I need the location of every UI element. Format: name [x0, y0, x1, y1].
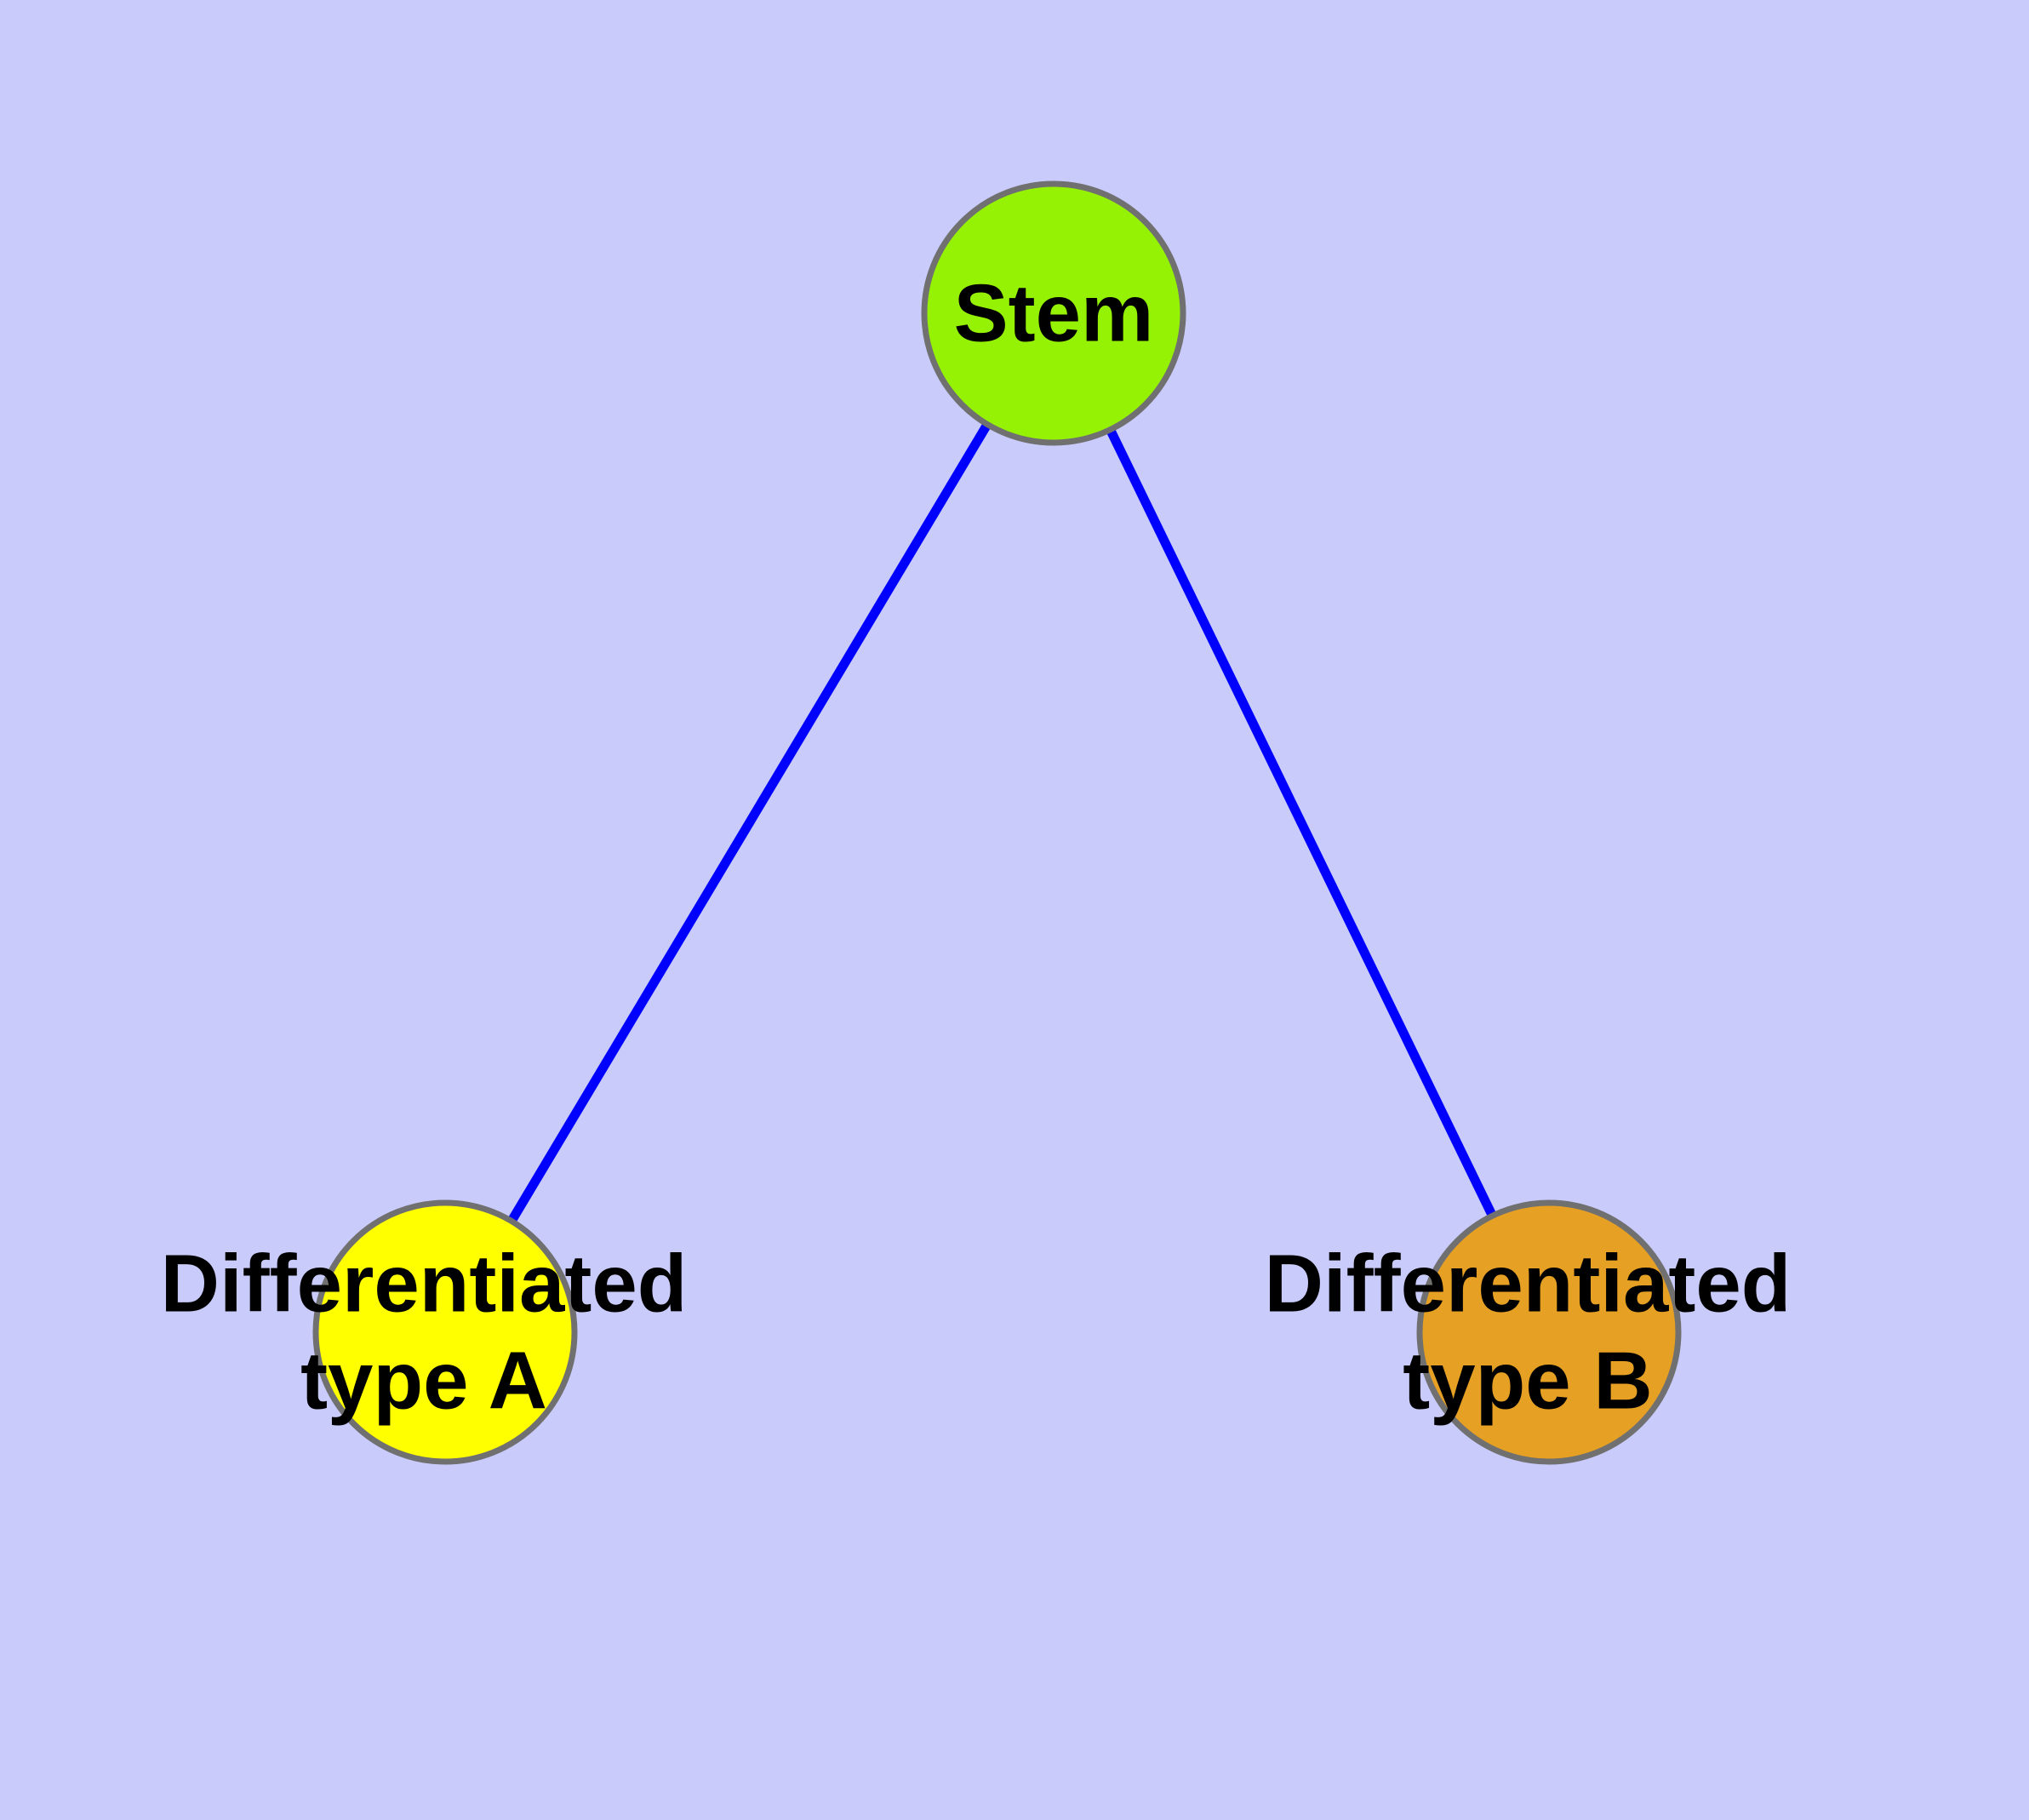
- node-differentiated-type-a[interactable]: [312, 1199, 578, 1465]
- node-differentiated-type-b-label-line2: type B: [1403, 1336, 1652, 1427]
- node-differentiated-type-b-circle[interactable]: [1416, 1199, 1682, 1465]
- node-differentiated-type-b-label-line1: Differentiated: [1265, 1239, 1792, 1330]
- node-stem[interactable]: [921, 180, 1186, 446]
- node-differentiated-type-a-circle[interactable]: [312, 1199, 578, 1465]
- node-differentiated-type-b[interactable]: [1416, 1199, 1682, 1465]
- node-differentiated-type-a-label-line1: Differentiated: [161, 1239, 688, 1330]
- node-layer: [312, 180, 1682, 1465]
- edge-stem-to-differentiated-type-a[interactable]: [441, 311, 1058, 1335]
- node-stem-circle[interactable]: [921, 180, 1186, 446]
- edge-layer: [441, 311, 1553, 1335]
- node-stem-label: Stem: [954, 268, 1154, 359]
- label-layer: Stem Differentiated type A Differentiate…: [161, 268, 1792, 1427]
- node-differentiated-type-a-label-line2: type A: [300, 1336, 547, 1427]
- edge-stem-to-differentiated-type-b[interactable]: [1049, 311, 1553, 1335]
